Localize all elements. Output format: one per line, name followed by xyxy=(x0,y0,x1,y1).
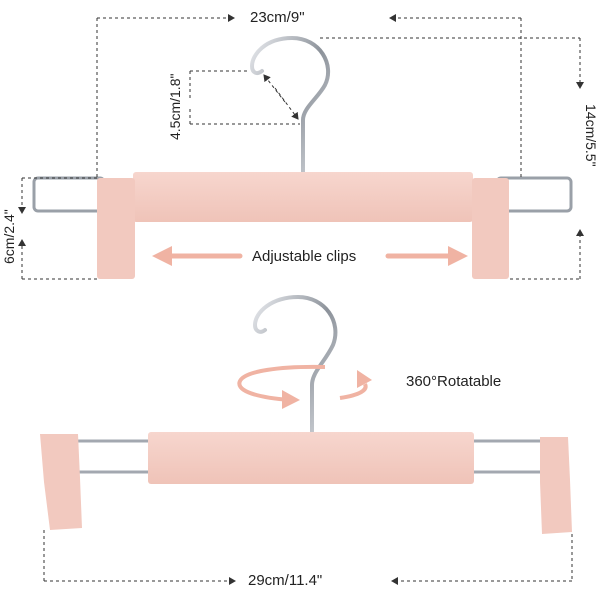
bottom-width-dimension xyxy=(43,530,573,585)
total-height-dimension xyxy=(320,37,584,280)
rotation-arrow xyxy=(237,364,372,409)
top-width-label: 23cm/9" xyxy=(250,9,305,26)
bottom-main-bar xyxy=(148,432,474,484)
bottom-right-clip xyxy=(540,437,572,534)
adjustable-arrows xyxy=(152,246,468,266)
rotatable-label: 360°Rotatable xyxy=(406,373,502,390)
clip-height-dimension xyxy=(18,177,97,280)
top-hanger xyxy=(32,35,573,279)
top-left-rod-loop xyxy=(32,176,106,213)
total-height-label: 14cm/5.5" xyxy=(583,104,599,167)
bottom-width-label: 29cm/11.4" xyxy=(248,572,323,589)
clip-height-label: 6cm/2.4" xyxy=(1,209,17,264)
top-width-dimension xyxy=(96,14,522,178)
bottom-hook xyxy=(252,294,338,434)
top-hook xyxy=(249,35,331,175)
adjustable-clips-label: Adjustable clips xyxy=(252,248,357,265)
bottom-left-clip xyxy=(40,434,82,530)
top-right-clip xyxy=(472,178,509,279)
top-left-clip xyxy=(97,178,135,279)
top-main-bar xyxy=(133,172,473,222)
hook-height-dimension xyxy=(189,70,300,125)
hook-height-label: 4.5cm/1.8" xyxy=(167,73,183,140)
bottom-hanger xyxy=(40,294,572,534)
